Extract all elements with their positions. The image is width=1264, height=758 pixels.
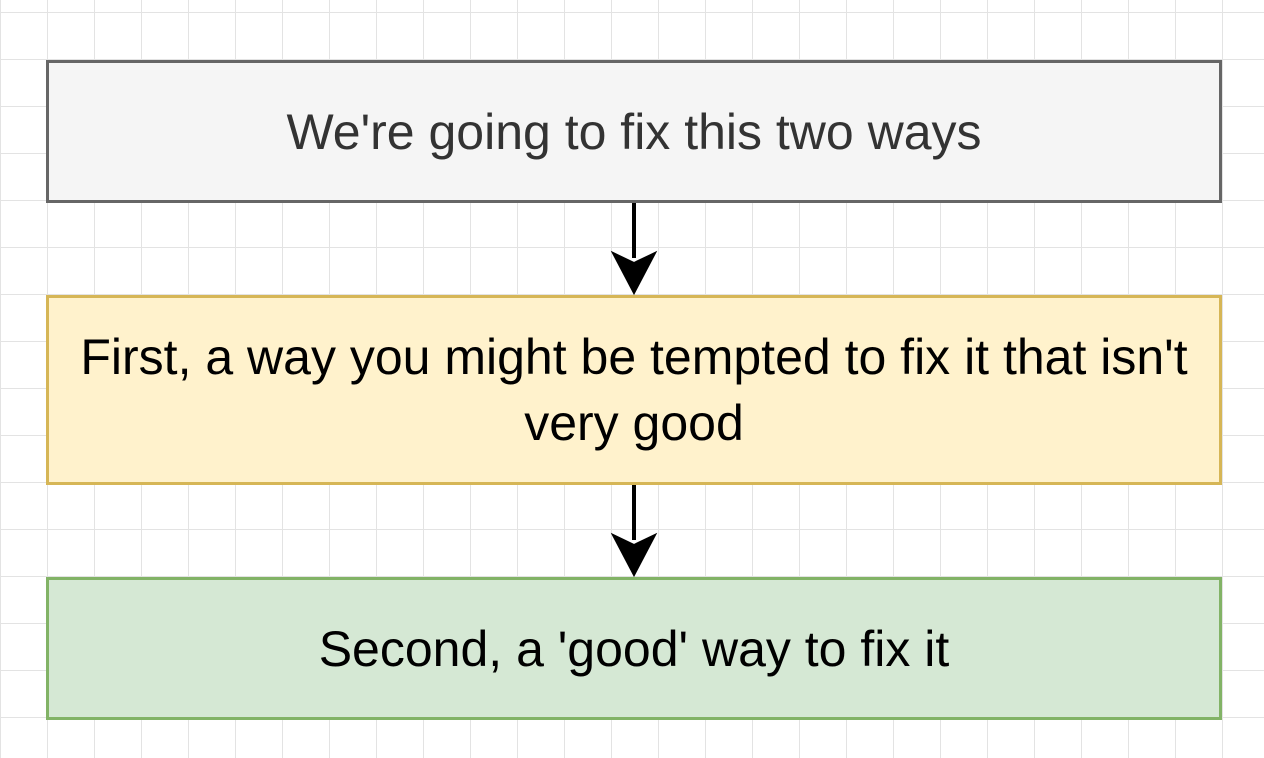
arrowhead-icon	[610, 532, 658, 578]
edge-intro-to-first	[610, 203, 658, 296]
node-first-way[interactable]: First, a way you might be tempted to fix…	[46, 295, 1222, 485]
edge-first-to-second	[610, 485, 658, 578]
node-intro[interactable]: We're going to fix this two ways	[46, 60, 1222, 203]
node-first-way-label: First, a way you might be tempted to fix…	[80, 329, 1188, 451]
node-intro-label: We're going to fix this two ways	[286, 103, 982, 160]
node-second-way-label: Second, a 'good' way to fix it	[318, 620, 950, 677]
node-second-way[interactable]: Second, a 'good' way to fix it	[46, 577, 1222, 720]
arrowhead-icon	[610, 250, 658, 296]
